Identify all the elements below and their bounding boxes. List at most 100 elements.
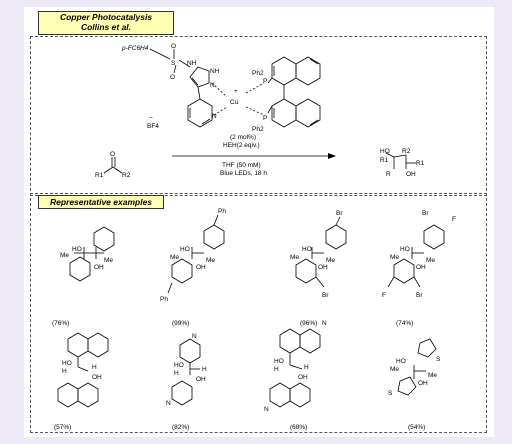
example-3-br-top: Br — [336, 210, 343, 217]
example-3-br-bottom: Br — [322, 292, 329, 299]
example-5-h-right: H — [92, 364, 97, 371]
catalyst-phosphorus-bottom: P — [263, 115, 267, 122]
example-6-structure — [171, 338, 201, 406]
example-8-me-left: Me — [390, 366, 399, 373]
catalyst-phosphorus-top: P — [263, 78, 267, 85]
catalyst-charge: + — [234, 88, 238, 95]
section-label: Representative examples — [38, 195, 164, 209]
example-7-oh: OH — [298, 374, 308, 381]
catalyst-sulfur: S — [171, 60, 176, 67]
catalyst-pyrazole-nh: NH — [210, 68, 220, 75]
example-2-ph-bottom: Ph — [160, 296, 168, 303]
chem-drawing: p-FC6H4 S O O NH NH N N Cu + P P Ph2 Ph2… — [52, 43, 456, 431]
example-4-f-bottom: F — [382, 292, 386, 299]
example-7-structure — [269, 328, 321, 408]
example-5-structure — [57, 332, 109, 408]
catalyst-copper: Cu — [230, 99, 239, 106]
example-8-s-bottom: S — [388, 390, 393, 397]
example-3-oh: OH — [318, 264, 328, 271]
condition-reductant: HEH(2 eqiv.) — [223, 142, 260, 149]
example-7-ho: HO — [274, 358, 284, 365]
example-4-me-left: Me — [390, 254, 399, 261]
product-r: R — [386, 171, 391, 178]
example-6-h-left: H — [174, 370, 179, 377]
example-5-yield: (57%) — [54, 424, 71, 431]
example-1-oh: OH — [94, 264, 104, 271]
example-3-yield: (96%) — [300, 320, 317, 327]
product-oh: OH — [406, 171, 416, 178]
example-5-h-left: H — [62, 368, 67, 375]
product-r1-right: R1 — [416, 160, 425, 167]
example-1-me-left: Me — [60, 252, 69, 259]
example-1-me-right: Me — [104, 257, 113, 264]
example-2-me-left: Me — [170, 254, 179, 261]
catalyst-counterion: BF4 — [147, 123, 159, 130]
catalyst-ph2-top: Ph2 — [252, 70, 264, 77]
example-4-oh: OH — [416, 264, 426, 271]
substrate-r1: R1 — [95, 172, 104, 179]
example-6-yield: (82%) — [172, 424, 189, 431]
example-1-structure — [69, 226, 115, 282]
example-4-br-top: Br — [422, 210, 429, 217]
example-5-ho: HO — [62, 360, 72, 367]
example-4-me-right: Me — [426, 257, 435, 264]
example-7-h-left: H — [274, 366, 279, 373]
header-title: Copper Photocatalysis — [59, 12, 153, 22]
condition-solvent: THF (50 mM) — [222, 162, 261, 169]
example-5-oh: OH — [92, 374, 102, 381]
example-1-ho: HO — [72, 246, 82, 253]
reaction-box — [30, 36, 487, 196]
catalyst-oxygen-2: O — [170, 74, 175, 81]
scheme-panel: Copper Photocatalysis Collins et al. Rep… — [24, 7, 494, 437]
examples-box — [30, 193, 487, 433]
catalyst-counterion-charge: − — [149, 115, 153, 122]
example-4-ho: HO — [400, 246, 410, 253]
catalyst-oxygen-1: O — [171, 43, 176, 50]
condition-loading: (2 mol%) — [230, 134, 256, 141]
header-label: Copper Photocatalysis Collins et al. — [38, 11, 174, 35]
example-4-f-top: F — [452, 216, 456, 223]
example-8-oh: OH — [418, 380, 428, 387]
substrate-r2: R2 — [122, 172, 131, 179]
substrate-oxygen: O — [110, 151, 115, 158]
example-3-me-right: Me — [326, 257, 335, 264]
example-7-n-top: N — [322, 320, 327, 327]
example-2-ho: HO — [180, 246, 190, 253]
example-7-h-right: H — [304, 364, 309, 371]
catalyst-pyridine-n: N — [212, 113, 217, 120]
section-label-text: Representative examples — [49, 197, 153, 207]
example-7-n-bottom: N — [264, 406, 269, 413]
example-4-yield: (74%) — [396, 320, 413, 327]
example-8-structure — [397, 338, 437, 396]
example-3-me-left: Me — [290, 254, 299, 261]
example-4-br-bottom: Br — [416, 292, 423, 299]
catalyst-sulfonamide-nh: NH — [187, 60, 197, 67]
catalyst-ph2-bottom: Ph2 — [252, 126, 264, 133]
catalyst-pyrazole-n: N — [210, 82, 215, 89]
example-1-yield: (76%) — [52, 320, 69, 327]
example-3-structure — [295, 216, 347, 288]
example-6-n-top: N — [192, 333, 197, 340]
product-r2: R2 — [402, 148, 411, 155]
example-8-ho: HO — [396, 358, 406, 365]
example-8-yield: (54%) — [408, 424, 425, 431]
example-8-s-top: S — [436, 356, 441, 363]
example-8-me-right: Me — [428, 372, 437, 379]
condition-light: Blue LEDs, 18 h — [220, 170, 267, 177]
catalyst-aryl: p-FC6H4 — [121, 45, 149, 52]
example-3-ho: HO — [302, 246, 312, 253]
example-6-n-bottom: N — [166, 400, 171, 407]
product-ho: HO — [380, 148, 390, 155]
example-7-yield: (68%) — [290, 424, 307, 431]
example-2-yield: (99%) — [172, 320, 189, 327]
example-2-ph-top: Ph — [218, 208, 226, 215]
example-6-oh: OH — [196, 376, 206, 383]
example-6-h-right: H — [202, 366, 207, 373]
header-authors: Collins et al. — [80, 22, 132, 32]
example-2-oh: OH — [196, 264, 206, 271]
example-6-ho: HO — [174, 362, 184, 369]
example-2-me-right: Me — [206, 257, 215, 264]
example-2-structure — [167, 214, 225, 294]
product-r1-left: R1 — [380, 157, 389, 164]
example-4-structure — [387, 224, 445, 288]
